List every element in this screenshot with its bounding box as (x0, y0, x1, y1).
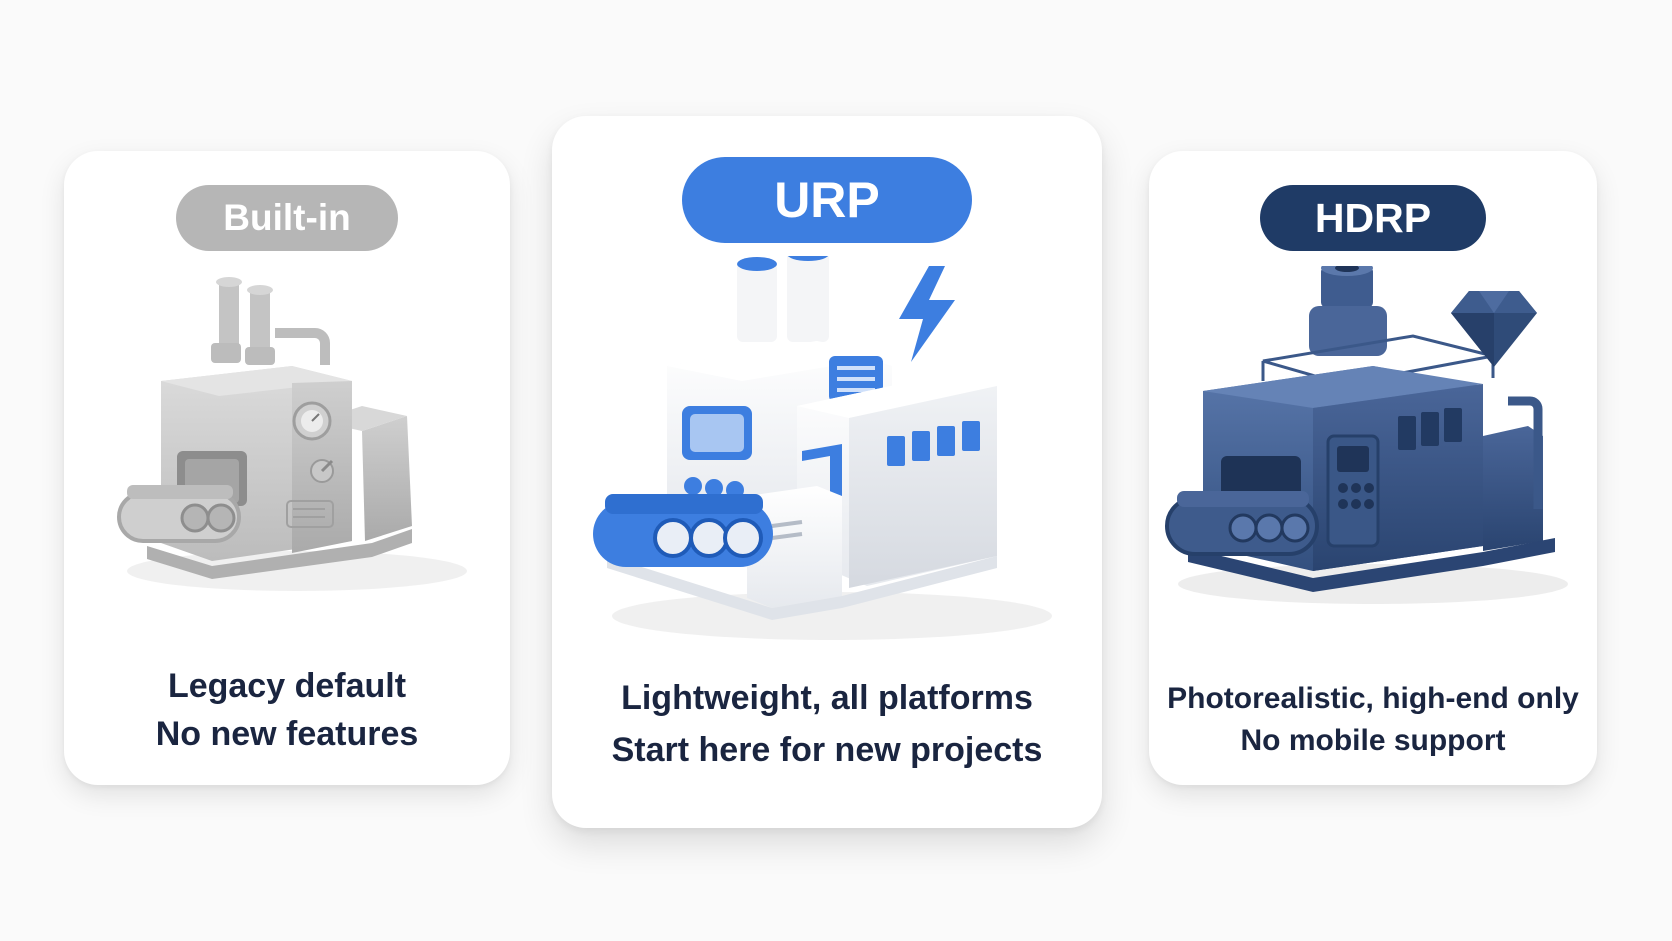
description-line: Legacy default (167, 667, 407, 705)
card-hdrp: HDRP (1149, 151, 1597, 785)
description-hdrp: Photorealistic, high-end only No mobile … (1149, 678, 1597, 762)
gray-factory-icon (117, 277, 467, 591)
description-line: Photorealistic, high-end only (1167, 682, 1579, 715)
description-urp: Lightweight, all platforms Start here fo… (552, 672, 1102, 776)
description-line: No mobile support (1240, 724, 1506, 757)
description-built-in: Legacy default No new features (64, 662, 510, 758)
description-line: Lightweight, all platforms (621, 679, 1033, 717)
card-urp: URP (552, 116, 1102, 828)
white-blue-factory-icon (593, 256, 1052, 640)
label-pill-built-in: Built-in (176, 185, 398, 251)
card-built-in: Built-in (64, 151, 510, 785)
navy-factory-icon (1165, 266, 1568, 604)
label-pill-urp: URP (682, 157, 972, 243)
description-line: Start here for new projects (611, 731, 1043, 769)
description-line: No new features (155, 715, 419, 753)
lightning-bolt-icon (899, 266, 955, 362)
diamond-icon (1451, 291, 1537, 367)
label-pill-hdrp: HDRP (1260, 185, 1486, 251)
